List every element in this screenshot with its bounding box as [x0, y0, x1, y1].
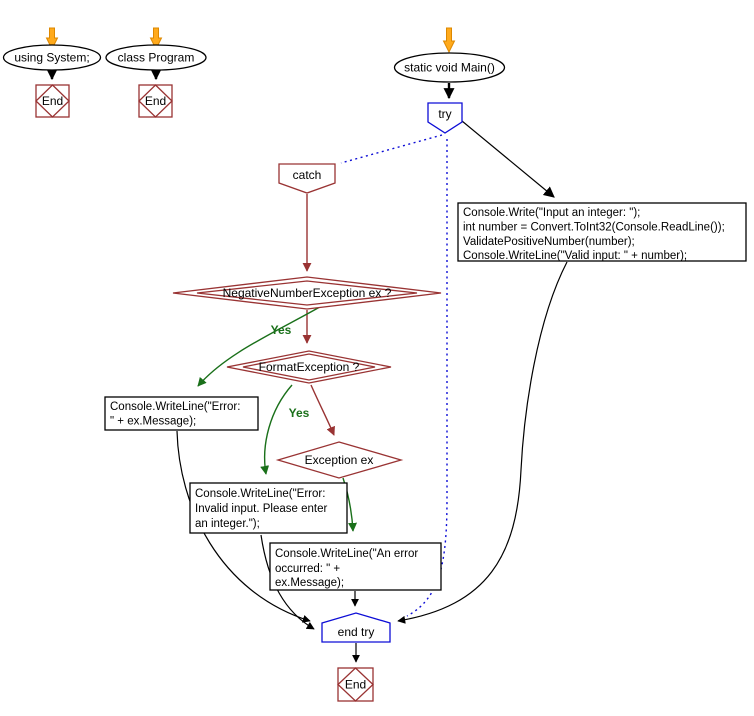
edge-error-message-to-endtry	[176, 430, 311, 623]
node-end-main: End	[337, 667, 374, 702]
code-line: int number = Convert.ToInt32(Console.Rea…	[463, 222, 725, 234]
node-label: static void Main()	[404, 61, 495, 75]
node-label: FormatException ?	[259, 360, 360, 374]
code-line: " + ex.Message);	[110, 416, 196, 428]
node-label: try	[438, 107, 451, 121]
end-diamond	[337, 667, 374, 702]
end-try-pentagon	[321, 612, 391, 643]
decision-diamond	[275, 441, 404, 479]
node-class-program: class Program	[105, 44, 207, 71]
code-box	[189, 482, 348, 534]
code-line: Console.WriteLine("Valid input: " + numb…	[463, 250, 687, 262]
catch-pentagon	[278, 163, 336, 194]
edge-format-to-exception-cond	[310, 384, 335, 436]
edge-format-yes-to-invalid-input	[260, 384, 293, 475]
edge-input-code-to-endtry	[397, 261, 568, 624]
yes-label-negative: Yes	[271, 323, 292, 337]
decision-diamond-inner	[196, 280, 418, 306]
edge-try-to-catch-dotted	[340, 134, 443, 164]
node-end-using: End	[35, 84, 70, 118]
node-main: static void Main()	[393, 52, 506, 83]
yes-label-format: Yes	[289, 406, 310, 420]
try-pentagon	[427, 102, 463, 134]
code-line: Console.WriteLine("Error:	[110, 401, 240, 413]
code-line: ex.Message);	[275, 577, 344, 589]
node-using-system: using System;	[2, 44, 102, 71]
code-line: Console.WriteLine("Error:	[195, 488, 325, 500]
node-label: end try	[338, 625, 375, 639]
entry-arrow-icon	[442, 27, 456, 54]
node-label: using System;	[14, 51, 89, 65]
code-box	[457, 202, 747, 262]
code-box	[104, 396, 259, 431]
code-line: Console.WriteLine("An error	[275, 548, 418, 560]
ellipse-class-program	[105, 44, 207, 71]
end-diamond	[138, 84, 173, 118]
node-label: catch	[293, 168, 322, 182]
node-label: End	[145, 94, 166, 108]
node-input-code: Console.Write("Input an integer: "); int…	[457, 202, 747, 262]
ellipse-using-system	[2, 44, 102, 71]
node-cond-exception: Exception ex	[275, 441, 404, 479]
entry-arrow-icon	[149, 27, 163, 51]
node-label: NegativeNumberException ex ?	[223, 286, 392, 300]
node-catch: catch	[278, 163, 336, 194]
node-an-error-code: Console.WriteLine("An error occurred: " …	[269, 542, 442, 591]
ellipse-main	[393, 52, 506, 83]
node-try: try	[427, 102, 463, 134]
end-diamond	[35, 84, 70, 118]
node-cond-negative: NegativeNumberException ex ?	[172, 276, 442, 310]
edge-invalid-input-to-endtry	[260, 534, 315, 630]
code-box	[269, 542, 442, 591]
entry-arrow-icon	[45, 27, 59, 51]
code-line: ValidatePositiveNumber(number);	[463, 236, 635, 248]
node-label: Exception ex	[305, 453, 374, 467]
code-line: an integer.");	[195, 518, 260, 530]
node-label: End	[42, 94, 63, 108]
edge-try-to-input-code	[461, 120, 555, 198]
code-line: occurred: " +	[275, 563, 340, 575]
node-end-class: End	[138, 84, 173, 118]
edge-negative-yes-to-error-message	[197, 299, 333, 387]
node-cond-format: FormatException ?	[226, 350, 392, 384]
node-invalid-input-code: Console.WriteLine("Error: Invalid input.…	[189, 482, 348, 534]
decision-diamond-inner	[242, 353, 376, 381]
node-end-try: end try	[321, 612, 391, 643]
code-line: Console.Write("Input an integer: ");	[463, 207, 640, 219]
node-error-message-code: Console.WriteLine("Error: " + ex.Message…	[104, 396, 259, 431]
code-line: Invalid input. Please enter	[195, 503, 328, 515]
node-label: End	[345, 678, 366, 692]
node-label: class Program	[118, 51, 195, 65]
